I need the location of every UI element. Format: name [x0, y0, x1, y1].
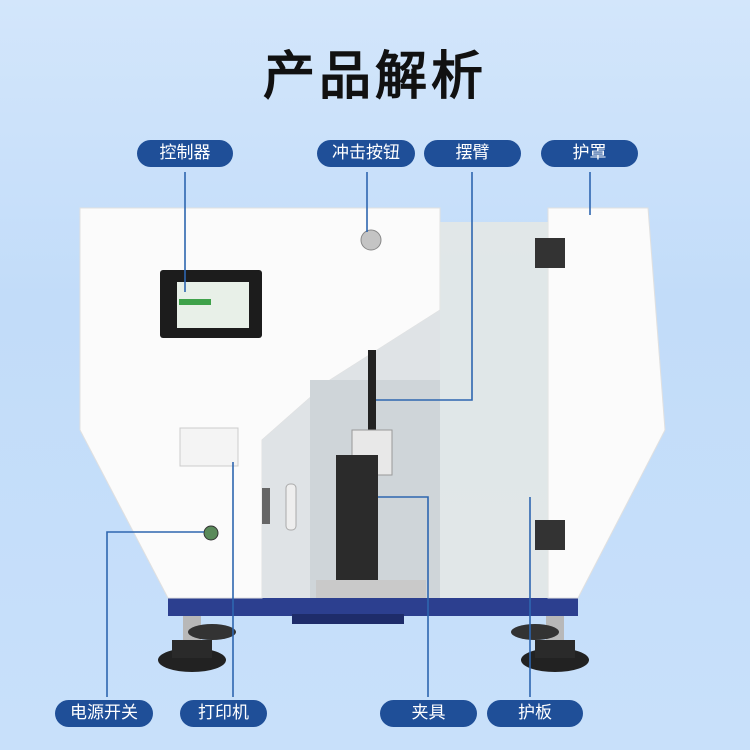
- fixture: [336, 455, 378, 585]
- leveling-feet: [158, 612, 589, 672]
- pendulum-arm: [368, 350, 376, 430]
- power-switch: [203, 525, 219, 541]
- label-guard-cover: 护罩: [541, 140, 638, 167]
- hinge: [535, 520, 565, 550]
- label-fixture: 夹具: [380, 700, 477, 727]
- printer: [179, 427, 239, 467]
- impact-button: [360, 229, 382, 251]
- label-controller: 控制器: [137, 140, 233, 167]
- base-plate: [168, 598, 578, 616]
- guard-plate: [440, 222, 548, 598]
- label-power-switch: 电源开关: [55, 700, 153, 727]
- leader-lines: [106, 172, 591, 697]
- label-pendulum-arm: 摆臂: [424, 140, 521, 167]
- guard-cover: [547, 207, 666, 599]
- hinge: [535, 238, 565, 268]
- label-impact-button: 冲击按钮: [317, 140, 415, 167]
- label-printer: 打印机: [180, 700, 267, 727]
- label-guard-plate: 护板: [487, 700, 583, 727]
- page-title: 产品解析: [262, 47, 487, 107]
